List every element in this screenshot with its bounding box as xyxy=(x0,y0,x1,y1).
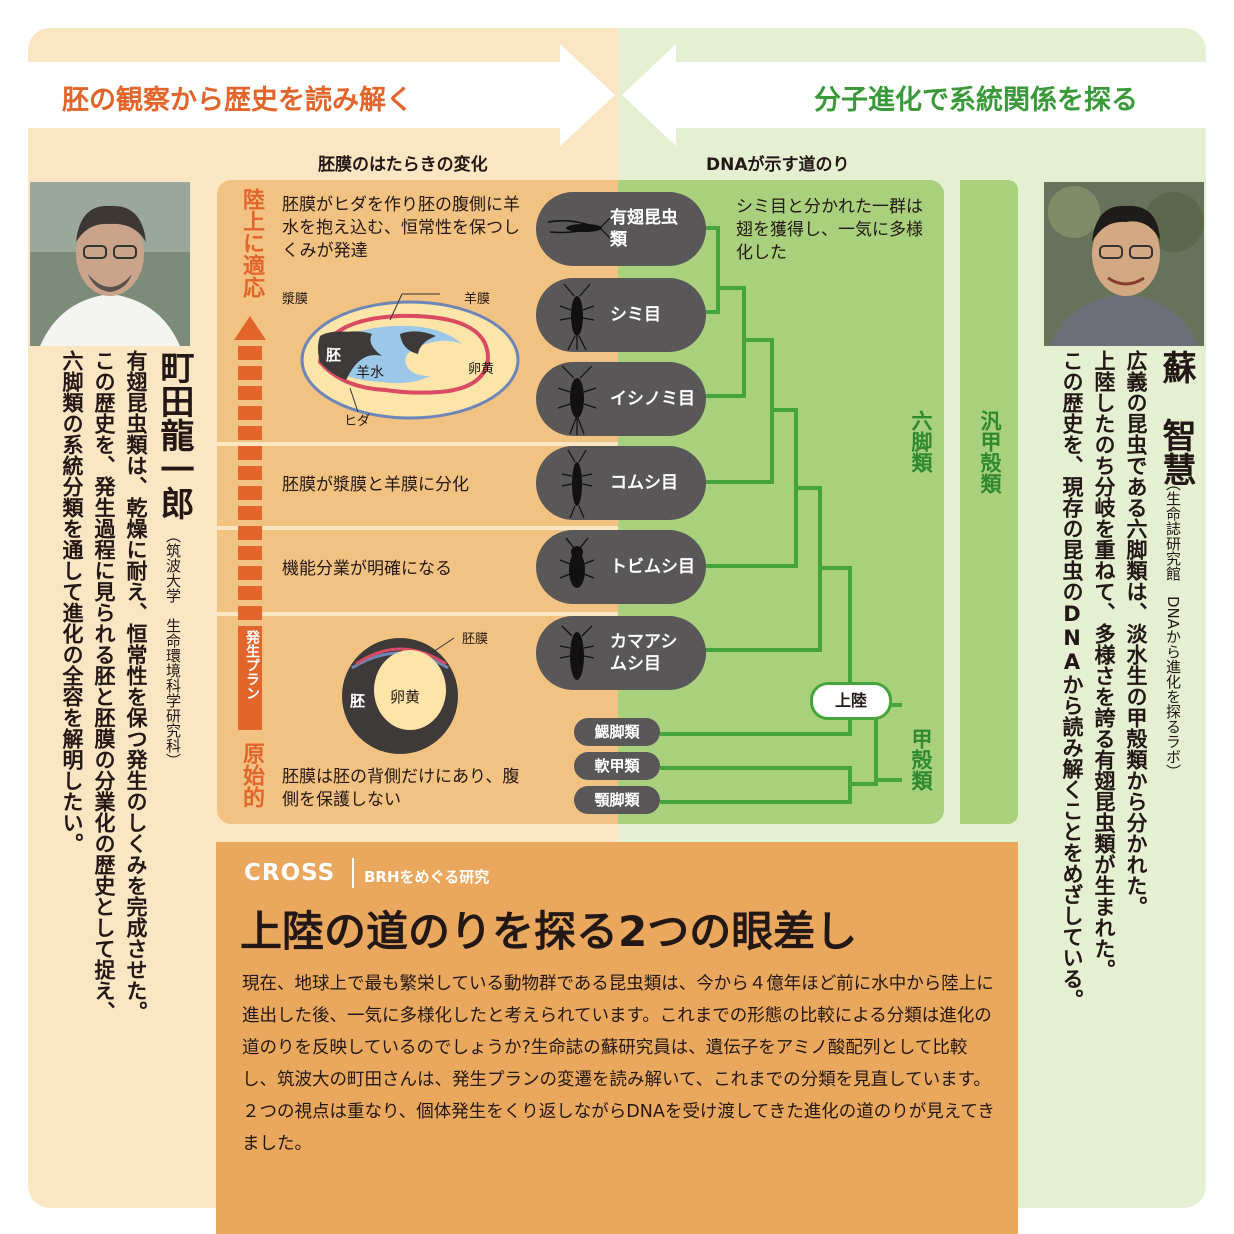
label-embryo-primitive: 胚 xyxy=(350,692,366,710)
su-statement-2: 上陸したのち分岐を重ねて、多様さを誇る有翅昆虫類が生まれた。 xyxy=(1092,350,1116,980)
label-crustacea: 甲殻類 xyxy=(909,728,933,791)
axis-top-label: 陸上に適応 xyxy=(239,188,264,298)
machida-statement-2: この歴史を、発生過程に見られる胚と胚膜の分業化の歴史として捉え、 xyxy=(92,350,116,1022)
right-header-title: 分子進化で系統関係を探る xyxy=(814,85,1138,116)
taxon-pill-archaeognatha: イシノミ目 xyxy=(536,362,706,436)
cross-body: 現在、地球上で最も繁栄している動物群である昆虫類は、今から４億年ほど前に水中から… xyxy=(242,974,995,1154)
taxon-pill-collembola: トビムシ目 xyxy=(536,530,706,604)
stage-text-4: 胚膜は胚の背側だけにあり、腹側を保護しない xyxy=(282,767,520,810)
su-affiliation: （生命誌研究館 DNAから進化を探るラボ） xyxy=(1164,476,1182,780)
tree-annotation: シミ目と分かれた一群は翅を獲得し、一気に多様化した xyxy=(736,197,923,263)
silverfish-icon xyxy=(559,283,595,351)
taxon-pill-pterygota: 有翅昆虫類 xyxy=(536,192,706,266)
machida-statement-3: 六脚類の系統分類を通して進化の全容を解明したい。 xyxy=(60,350,84,854)
panel-divider xyxy=(217,612,618,616)
su-photo xyxy=(1044,182,1204,346)
label-hexapoda: 六脚類 xyxy=(909,410,933,473)
machida-statement-1: 有翅昆虫類は、乾燥に耐え、恒常性を保つ発生のしくみを完成させた。 xyxy=(124,350,148,1022)
taxon-label: イシノミ目 xyxy=(610,389,695,409)
panel-divider xyxy=(217,442,618,446)
crustacean-pill-branchiopoda: 鰓脚類 xyxy=(574,718,660,746)
taxon-label: 有翅昆虫類 xyxy=(610,208,678,250)
taxon-pill-protura: カマアシムシ目 xyxy=(536,616,706,690)
label-fold: ヒダ xyxy=(344,414,371,429)
cross-tag: CROSS xyxy=(244,860,336,886)
advanced-embryo-diagram xyxy=(300,293,520,420)
winged-insect-icon xyxy=(547,217,611,239)
crustacean-pill-malacostraca: 軟甲類 xyxy=(574,752,660,780)
pancrustacea-band xyxy=(960,180,1018,824)
axis-middle-label: 発生プラン xyxy=(244,630,260,700)
taxon-label: カマアシムシ目 xyxy=(610,632,678,674)
su-statement-1: 広義の昆虫である六脚類は、淡水生の甲殻類から分かれた。 xyxy=(1124,350,1148,917)
label-yolk: 卵黄 xyxy=(468,362,495,377)
axis-bottom-label: 原始的 xyxy=(239,742,264,808)
su-name: 蘇 智慧 xyxy=(1156,350,1196,486)
machida-photo xyxy=(30,182,190,346)
taxon-pill-diplura: コムシ目 xyxy=(536,446,706,520)
taxon-label: シミ目 xyxy=(610,305,661,325)
label-serosa: 漿膜 xyxy=(282,292,309,307)
taxon-label: トビムシ目 xyxy=(610,557,695,577)
left-header-title: 胚の観察から歴史を読み解く xyxy=(62,85,413,116)
bristletail-icon xyxy=(557,365,597,435)
su-statement-3: この歴史を、現存の昆虫のDNAから読み解くことをめざしている。 xyxy=(1060,350,1084,1010)
machida-name: 町田龍一郎 xyxy=(154,350,194,520)
stage-text-2: 胚膜が漿膜と羊膜に分化 xyxy=(282,475,469,495)
left-subheading: 胚膜のはたらきの変化 xyxy=(318,155,488,175)
cross-section xyxy=(216,842,1018,1234)
label-embryo: 胚 xyxy=(326,346,342,364)
header-arrows xyxy=(28,44,1206,146)
cross-divider xyxy=(352,858,354,888)
primitive-embryo-diagram xyxy=(342,637,458,754)
proturan-icon xyxy=(559,625,595,680)
stage-text-1: 胚膜がヒダを作り胚の腹側に羊水を抱え込む、恒常性を保つしくみが発達 xyxy=(282,195,520,261)
label-pancrustacea: 汎甲殻類 xyxy=(978,410,1002,494)
springtail-icon xyxy=(559,537,595,588)
landing-badge: 上陸 xyxy=(810,682,892,720)
cross-title: 上陸の道のりを探る2つの眼差し xyxy=(240,907,858,956)
taxon-pill-zygentoma: シミ目 xyxy=(536,278,706,352)
development-arrow xyxy=(234,316,266,730)
taxon-label: コムシ目 xyxy=(610,473,678,493)
crustacean-pill-maxillopoda: 顎脚類 xyxy=(574,786,660,814)
cross-subtitle: BRHをめぐる研究 xyxy=(364,868,490,886)
label-amniotic-fluid: 羊水 xyxy=(356,365,384,381)
label-membrane: 胚膜 xyxy=(462,632,489,647)
right-subheading: DNAが示す道のり xyxy=(706,155,850,175)
panel-divider xyxy=(217,526,618,530)
stage-text-3: 機能分業が明確になる xyxy=(282,559,452,579)
dipluran-icon xyxy=(561,449,593,519)
label-amnion: 羊膜 xyxy=(464,292,491,307)
machida-affiliation: （筑波大学 生命環境科学研究科） xyxy=(164,528,182,768)
label-yolk-primitive: 卵黄 xyxy=(390,688,421,706)
